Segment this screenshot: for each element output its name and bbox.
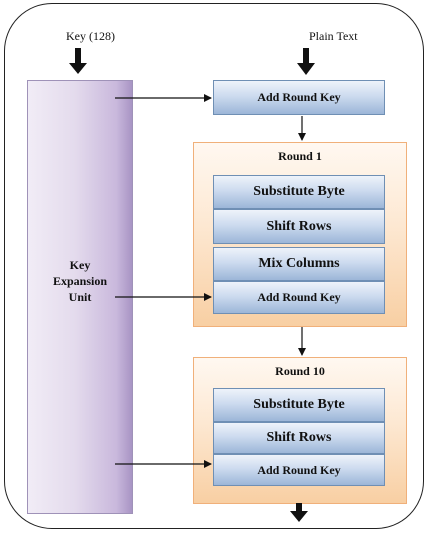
- key-expansion-line-1: Key: [69, 258, 91, 272]
- diagram-frame: [4, 3, 424, 529]
- key-expansion-line-3: Unit: [68, 290, 92, 304]
- key-expansion-line-2: Expansion: [52, 274, 108, 288]
- round-10-substitute-byte-step: Substitute Byte: [213, 388, 385, 422]
- round-10-shift-rows-step: Shift Rows: [213, 422, 385, 454]
- round-1-mix-columns-step: Mix Columns: [213, 247, 385, 281]
- round-10-add-round-key-step: Add Round Key: [213, 454, 385, 486]
- key-input-label: Key (128): [66, 29, 115, 43]
- initial-add-round-key-step: Add Round Key: [213, 80, 385, 115]
- round-1-add-round-key-step: Add Round Key: [213, 281, 385, 314]
- round-1-substitute-byte-step: Substitute Byte: [213, 175, 385, 209]
- plain-text-label: Plain Text: [309, 29, 358, 43]
- round-10-title: Round 10: [275, 364, 325, 378]
- round-1-shift-rows-step: Shift Rows: [213, 209, 385, 244]
- round-1-title: Round 1: [278, 149, 322, 163]
- key-expansion-label: Key Expansion Unit: [27, 257, 133, 305]
